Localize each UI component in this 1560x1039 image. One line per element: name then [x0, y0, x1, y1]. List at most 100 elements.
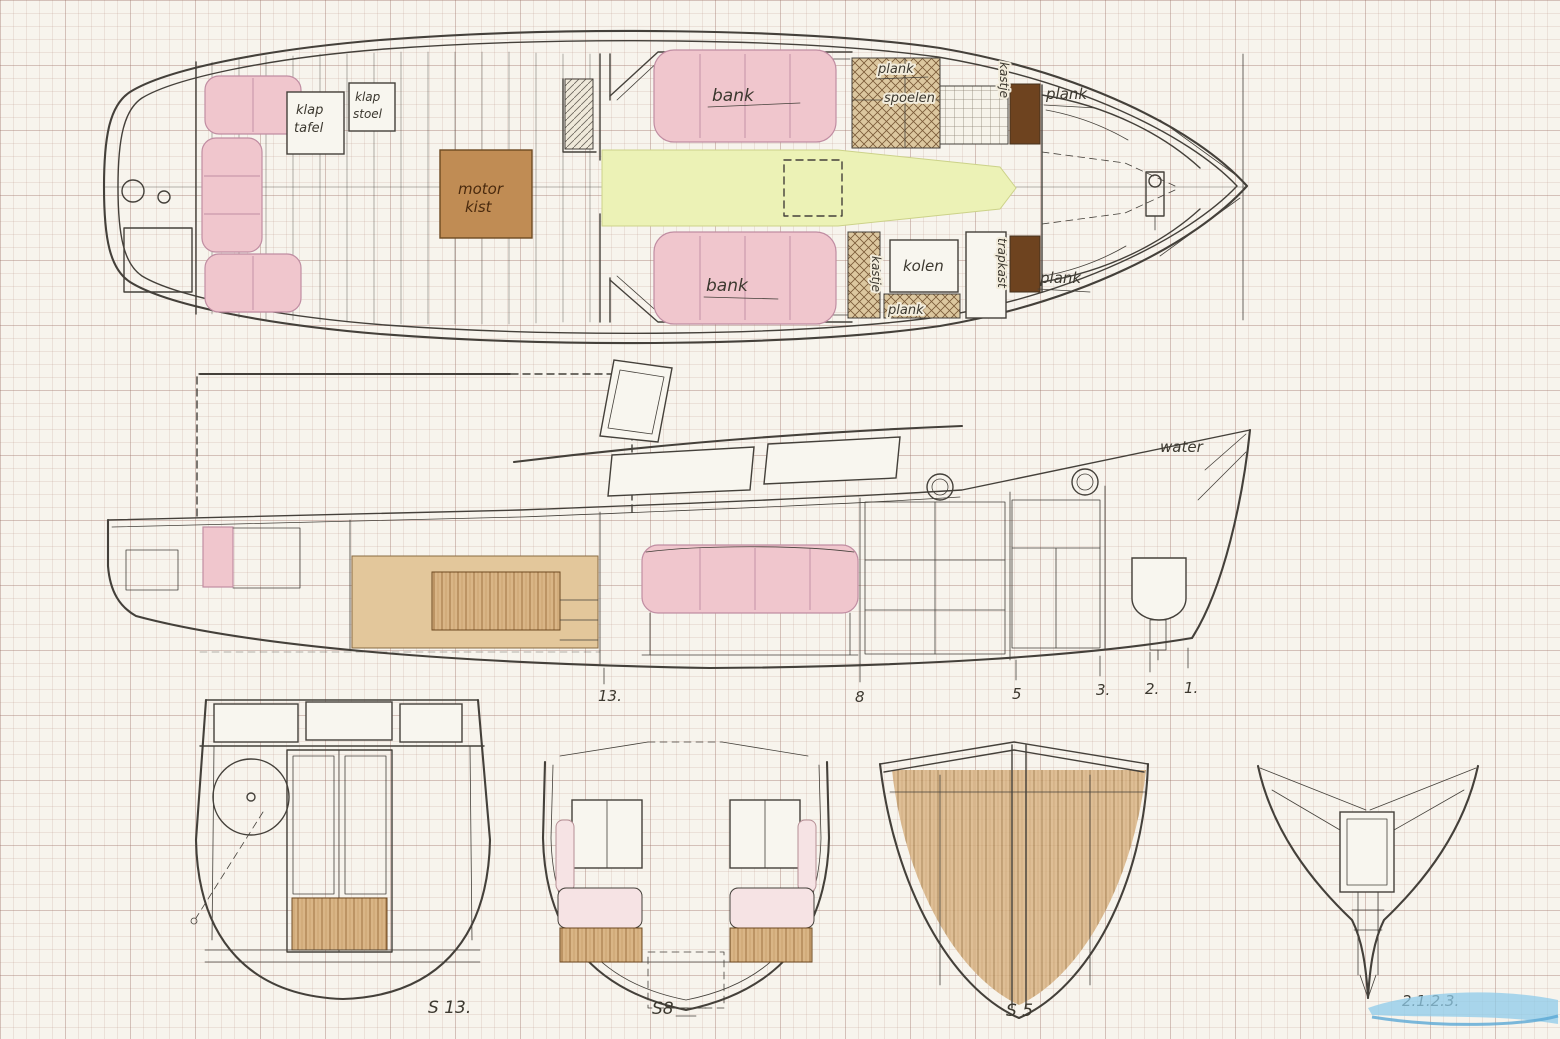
plank-top-right-label: plank [1045, 85, 1088, 103]
bow-locker [1339, 811, 1395, 893]
motor-kist-box [439, 149, 533, 239]
klap-stoel-box [348, 82, 396, 132]
plank-bottom-right-marks [1037, 245, 1127, 293]
klap-tafel-label-1: klap [296, 103, 323, 118]
water-label: water [1160, 438, 1204, 456]
station-5: 5 [1012, 685, 1022, 703]
galley-counter-bottom [883, 293, 961, 319]
stern-cushion-side [201, 137, 263, 253]
windlass-drum [1148, 174, 1162, 188]
water-closet [1131, 557, 1187, 621]
watermark-wave-line [1371, 1014, 1559, 1026]
s13-wheel-shaft-dashed [195, 811, 264, 919]
hull-outline-inner [117, 40, 1238, 334]
kolen-box [889, 239, 959, 293]
canopy-dashed [196, 373, 633, 517]
s8-seat-right-base [729, 927, 813, 963]
bulkhead-lines [349, 485, 1106, 665]
trapkast-label: trapkast [995, 238, 1009, 289]
cabinet-dark-bottom [1009, 235, 1041, 293]
s13-window-3 [399, 703, 463, 743]
klap-tafel-label-2: tafel [294, 121, 324, 136]
stern-bench-lines [232, 527, 301, 589]
s13-door [286, 749, 393, 953]
galley-cabinet-divs [864, 501, 1006, 655]
hull-outline-outer [102, 29, 1249, 345]
s5-wood-panelling [892, 770, 1146, 1005]
s13-window-2 [305, 701, 393, 741]
s5-panel-lines [889, 774, 1147, 986]
sheer-line [107, 429, 1251, 521]
galley-counter-bottom-left [847, 231, 881, 319]
s8-seat-left [557, 887, 643, 929]
bank-bottom-underline [703, 296, 779, 300]
trapkast-box [965, 231, 1007, 319]
klap-tafel-box [286, 91, 345, 155]
plank-top-right-marks [1043, 104, 1129, 141]
porthole-1 [926, 473, 954, 501]
s13-door-kick-panel [291, 897, 388, 951]
bank-bottom-seams [699, 236, 791, 320]
station-3: 3. [1096, 681, 1110, 699]
kastje-bottom-label: kastje [869, 256, 883, 292]
saloon-bank-base [641, 546, 859, 656]
porthole-1-inner [931, 478, 949, 496]
deck-line-2 [111, 496, 961, 528]
watermark-swoosh [1368, 992, 1558, 1024]
galley-counter-top [851, 57, 941, 149]
companion-steps [559, 599, 599, 641]
bow-locker-inner [1346, 818, 1388, 886]
cushion-seams [204, 78, 260, 310]
bow-deck-lines [1259, 767, 1477, 831]
station-2: 2. [1145, 680, 1159, 698]
s13-steering-wheel [212, 758, 290, 836]
plan-view: klap tafel klap stoel motor kist bank ba… [102, 29, 1249, 345]
section-s13: S 13. [190, 698, 492, 1018]
s13-roof-lines [199, 699, 485, 747]
motor-kist-label-1: motor [458, 180, 504, 198]
s5-hull [878, 762, 1150, 1020]
s13-shaft-end [190, 917, 198, 925]
porthole-2-inner [1076, 473, 1094, 491]
bow-structure-lines [1157, 433, 1247, 661]
s5-deck-edges [879, 741, 1149, 773]
plank-top-left-underline [875, 76, 929, 80]
stern-fitting-large [121, 179, 145, 203]
wheelhouse-roof [512, 424, 964, 464]
plank-top-left-label: plank [877, 62, 914, 77]
bank-top-seams [699, 54, 791, 138]
wc-pedestal [1149, 619, 1167, 651]
companionway-hatch [564, 78, 594, 150]
folding-table-dashed [783, 159, 843, 217]
s5-center-posts [1011, 744, 1027, 1009]
berth-edges [1041, 94, 1201, 283]
s8-hull [541, 760, 831, 1012]
side-view: water 13. 8 5 3. 2. 1. [106, 359, 1252, 706]
s13-walls-bench [204, 745, 481, 963]
saloon-bulkhead [599, 53, 611, 323]
cabinet-dark-top [1009, 83, 1041, 145]
s8-label: S8 [652, 999, 674, 1019]
galley-counter-dividers [851, 57, 941, 149]
bank-bottom-label: bank [706, 276, 749, 296]
s8-top-slants [559, 741, 809, 757]
s8-backrest-left [555, 819, 575, 893]
watermark [1368, 992, 1559, 1026]
s13-wheel-hub [246, 792, 256, 802]
s13-hull [194, 698, 492, 1001]
plank-bottom-left-label: plank [887, 303, 924, 318]
station-13: 13. [598, 687, 622, 705]
stern-fitting-small [157, 190, 171, 204]
bank-top-label: bank [712, 86, 755, 106]
station-8: 8 [855, 688, 865, 706]
s8-seat-left-base [559, 927, 643, 963]
transom-box [125, 549, 179, 591]
kastje-top-label: kastje [997, 62, 1011, 98]
fore-cabinet-divs [1011, 547, 1101, 649]
bank-top-underline [707, 102, 801, 108]
bow-keel-shaft [1351, 891, 1385, 999]
s13-label: S 13. [428, 998, 471, 1018]
bow-braces [1154, 119, 1241, 257]
s8-keel [665, 1007, 707, 1017]
